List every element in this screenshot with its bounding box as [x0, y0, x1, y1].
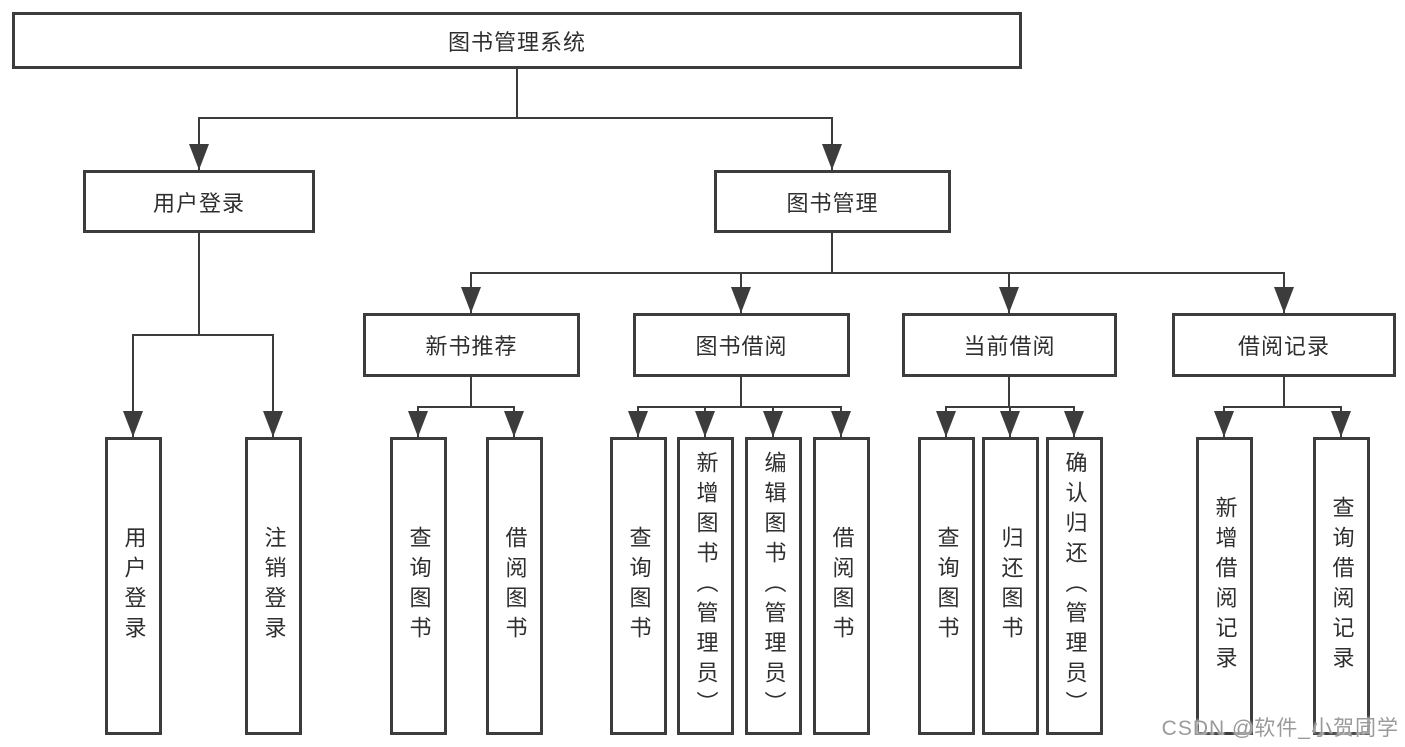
- leaf-logout: 注销登录: [245, 437, 302, 735]
- connector-line: [516, 68, 518, 119]
- arrow-down-icon: [263, 411, 283, 437]
- connector-line: [831, 117, 833, 170]
- arrow-down-icon: [822, 144, 842, 170]
- connector-line: [1283, 377, 1285, 407]
- arrow-down-icon: [461, 287, 481, 313]
- node-borrowing-records: 借阅记录: [1172, 313, 1396, 377]
- arrow-down-icon: [999, 287, 1019, 313]
- connector-line: [132, 334, 274, 336]
- connector-line: [470, 377, 472, 407]
- connector-line: [740, 377, 742, 407]
- node-user-login: 用户登录: [83, 170, 315, 233]
- connector-line: [198, 117, 833, 119]
- leaf-label: 查询图书: [934, 526, 960, 646]
- leaf-label: 用户登录: [121, 526, 147, 646]
- leaf-add-borrow-record: 新增借阅记录: [1196, 437, 1253, 735]
- connector-line: [272, 334, 274, 437]
- leaf-user-login: 用户登录: [105, 437, 162, 735]
- leaf-query-books-recommend: 查询图书: [390, 437, 447, 735]
- leaf-label: 查询借阅记录: [1329, 496, 1355, 676]
- connector-line: [1008, 377, 1010, 407]
- connector-line: [198, 117, 200, 170]
- arrow-down-icon: [1064, 411, 1084, 437]
- connector-line: [470, 272, 1285, 274]
- arrow-down-icon: [1000, 411, 1020, 437]
- leaf-add-books-admin: 新增图书（管理员）: [677, 437, 734, 735]
- connector-line: [198, 233, 200, 336]
- node-book-management: 图书管理: [714, 170, 951, 233]
- leaf-label: 查询图书: [406, 526, 432, 646]
- node-book-borrowing: 图书借阅: [633, 313, 850, 377]
- leaf-label: 借阅图书: [502, 526, 528, 646]
- leaf-label: 注销登录: [261, 526, 287, 646]
- arrow-down-icon: [628, 411, 648, 437]
- arrow-down-icon: [763, 411, 783, 437]
- watermark: CSDN @软件_小贺同学: [1161, 717, 1399, 740]
- node-new-book-recommendation: 新书推荐: [363, 313, 580, 377]
- leaf-label: 新增借阅记录: [1212, 496, 1238, 676]
- connector-line: [1223, 406, 1342, 408]
- arrow-down-icon: [1331, 411, 1351, 437]
- leaf-label: 编辑图书（管理员）: [761, 451, 787, 721]
- leaf-query-books-borrowing: 查询图书: [610, 437, 667, 735]
- connector-line: [417, 406, 515, 408]
- leaf-query-books-current: 查询图书: [918, 437, 975, 735]
- node-library-management-system: 图书管理系统: [12, 12, 1022, 69]
- leaf-query-borrow-record: 查询借阅记录: [1313, 437, 1370, 735]
- node-current-borrowing: 当前借阅: [902, 313, 1117, 377]
- leaf-borrow-books: 借阅图书: [813, 437, 870, 735]
- leaf-borrow-books-recommend: 借阅图书: [486, 437, 543, 735]
- arrow-down-icon: [123, 411, 143, 437]
- arrow-down-icon: [408, 411, 428, 437]
- connector-line: [132, 334, 134, 437]
- leaf-confirm-return-admin: 确认归还（管理员）: [1046, 437, 1103, 735]
- arrow-down-icon: [189, 144, 209, 170]
- leaf-label: 查询图书: [626, 526, 652, 646]
- arrow-down-icon: [695, 411, 715, 437]
- leaf-edit-books-admin: 编辑图书（管理员）: [745, 437, 802, 735]
- arrow-down-icon: [1274, 287, 1294, 313]
- arrow-down-icon: [831, 411, 851, 437]
- leaf-label: 新增图书（管理员）: [693, 451, 719, 721]
- arrow-down-icon: [504, 411, 524, 437]
- connector-line: [831, 233, 833, 274]
- leaf-return-books: 归还图书: [982, 437, 1039, 735]
- arrow-down-icon: [1214, 411, 1234, 437]
- arrow-down-icon: [936, 411, 956, 437]
- leaf-label: 确认归还（管理员）: [1062, 451, 1088, 721]
- leaf-label: 借阅图书: [829, 526, 855, 646]
- connector-line: [637, 406, 842, 408]
- leaf-label: 归还图书: [998, 526, 1024, 646]
- arrow-down-icon: [731, 287, 751, 313]
